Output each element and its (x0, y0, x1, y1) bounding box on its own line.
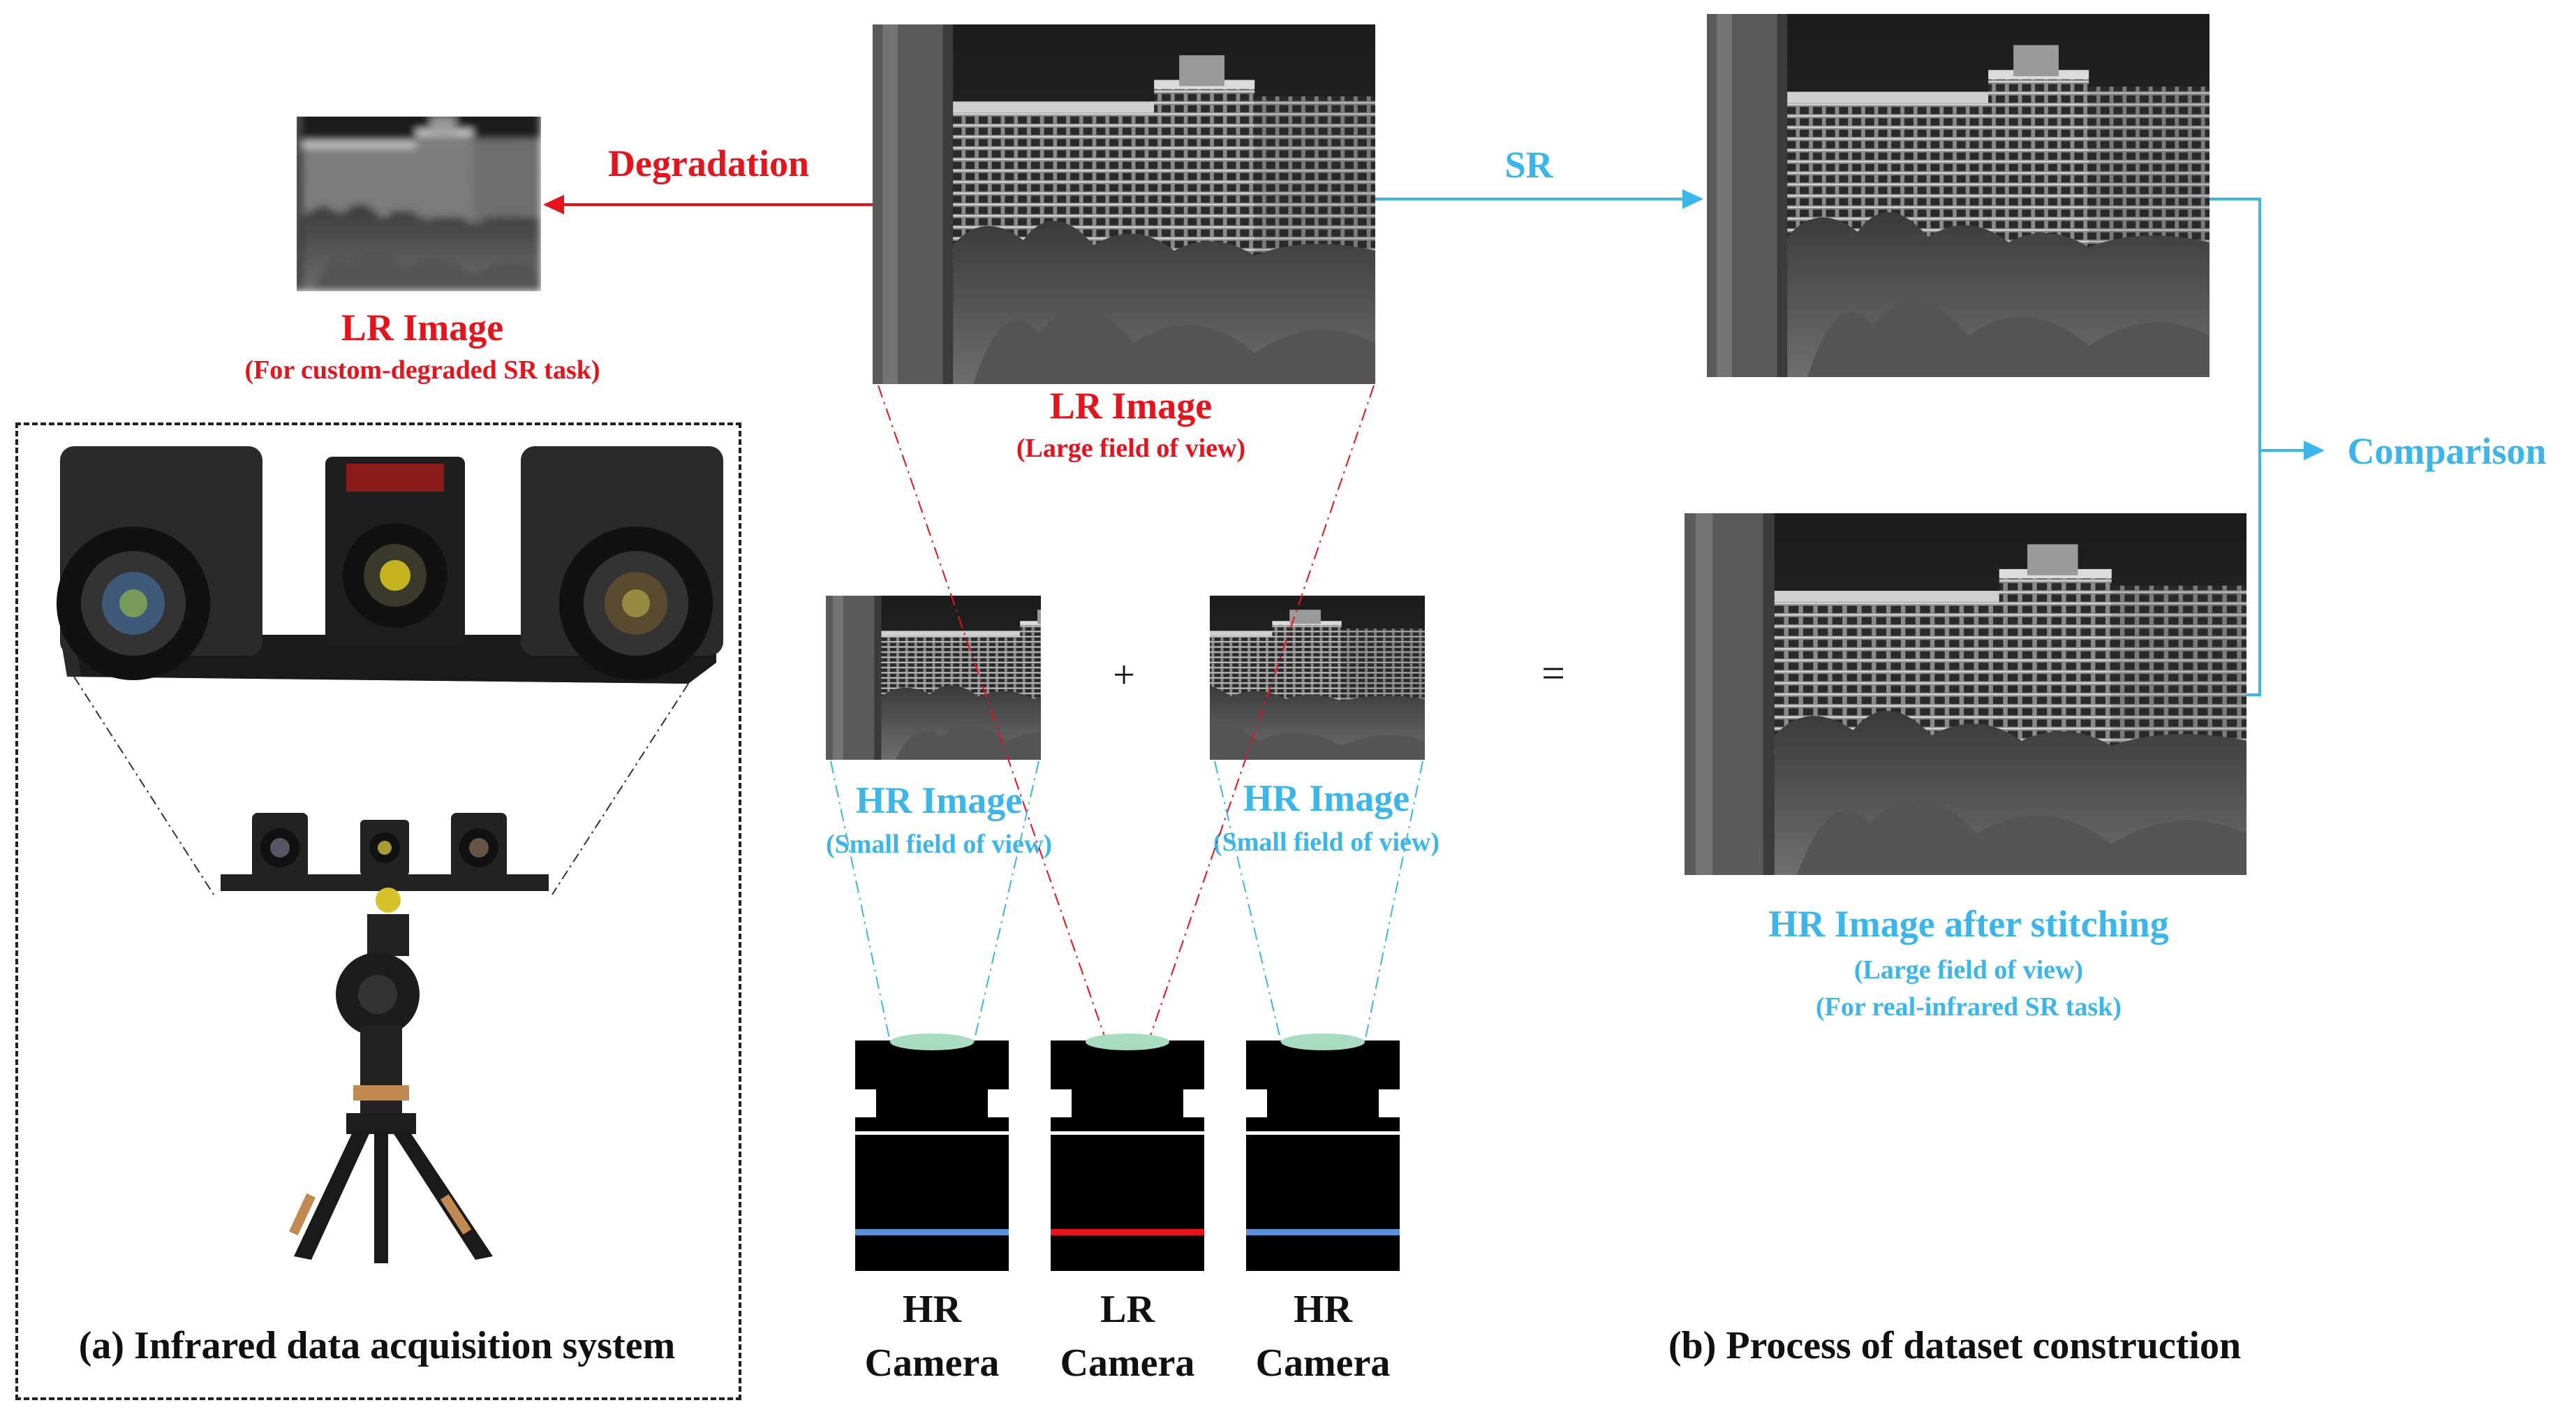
stitched-subtitle-2: (For real-infrared SR task) (1815, 992, 2122, 1022)
lr-projection-left (878, 385, 1107, 1043)
camera-rig-photo (57, 446, 723, 1263)
camera-stripe (1051, 1229, 1204, 1235)
plus-sign: + (1113, 654, 1135, 697)
sr-label: SR (1504, 144, 1553, 186)
hr-right-projection-2 (1364, 760, 1423, 1043)
lr-projection-right (1148, 385, 1375, 1043)
comparison-label: Comparison (2347, 430, 2547, 472)
camera-2-line1: LR (1100, 1288, 1155, 1331)
camera-lr-center (1051, 1041, 1204, 1271)
acquisition-system-panel (15, 422, 741, 1400)
hr-right-title: HR Image (1243, 777, 1410, 819)
camera-hr-left (855, 1041, 1009, 1271)
lens-dome-right (1281, 1034, 1365, 1050)
camera-2-line2: Camera (1060, 1341, 1195, 1385)
equals-sign: = (1541, 650, 1565, 696)
hr-right-subtitle: (Small field of view) (1213, 828, 1439, 857)
comparison-bracket (2209, 198, 2261, 696)
camera-1-line2: Camera (864, 1341, 1000, 1385)
hr-left-projection-2 (973, 760, 1039, 1043)
camera-1-line1: HR (903, 1288, 961, 1331)
degraded-lr-title: LR Image (341, 307, 504, 348)
degraded-lr-subtitle: (For custom-degraded SR task) (244, 355, 600, 385)
stitched-title: HR Image after stitching (1768, 903, 2169, 945)
camera-3-line2: Camera (1255, 1341, 1391, 1385)
degradation-label: Degradation (608, 142, 809, 184)
camera-stripe (855, 1229, 1009, 1235)
hr-left-title: HR Image (855, 779, 1023, 821)
stitched-subtitle-1: (Large field of view) (1853, 955, 2084, 985)
camera-stripe (1246, 1229, 1400, 1235)
caption-a: (a) Infrared data acquisition system (78, 1324, 676, 1367)
camera-hr-right (1246, 1041, 1400, 1271)
hr-left-subtitle: (Small field of view) (825, 830, 1052, 859)
lens-dome-center (1086, 1034, 1169, 1050)
hr-right-projection-1 (1214, 760, 1282, 1043)
lens-dome-left (890, 1034, 974, 1050)
lr-image-title: LR Image (1049, 385, 1213, 427)
caption-b: (b) Process of dataset construction (1668, 1324, 2242, 1367)
lr-image-subtitle: (Large field of view) (1016, 434, 1246, 463)
camera-3-line1: HR (1294, 1288, 1352, 1331)
hr-left-projection-1 (830, 760, 891, 1043)
